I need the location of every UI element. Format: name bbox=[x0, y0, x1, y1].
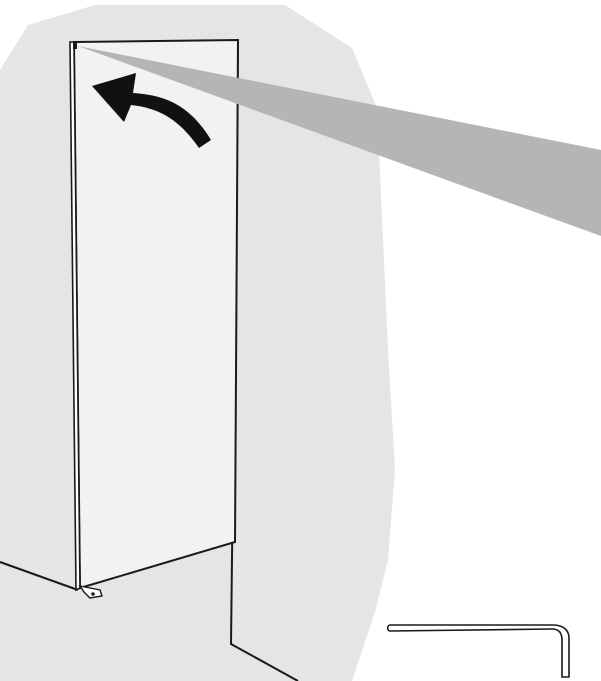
top-hinge-detail bbox=[73, 43, 77, 49]
door-hinge-icon bbox=[78, 584, 103, 599]
detail-callout-beam bbox=[78, 46, 601, 236]
door-edge bbox=[69, 41, 81, 592]
hinge-screw bbox=[91, 592, 95, 596]
allen-key-icon bbox=[386, 624, 570, 678]
curved-arrow-icon bbox=[92, 73, 211, 148]
door-panel bbox=[72, 38, 240, 590]
floor-line bbox=[0, 561, 79, 591]
